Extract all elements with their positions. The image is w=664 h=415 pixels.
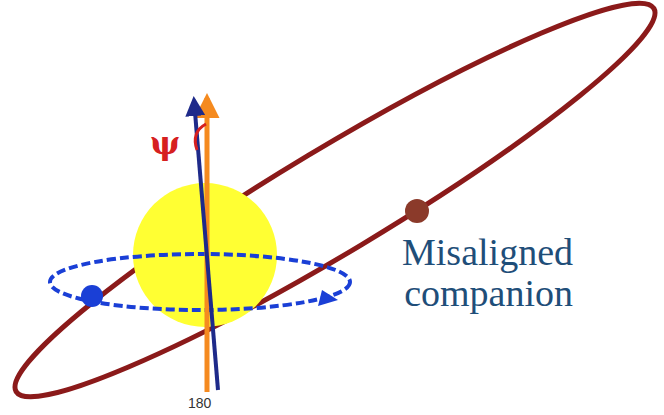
page-number: 180 xyxy=(188,396,211,411)
orbit-direction-arrow xyxy=(318,290,338,306)
angle-label: ψ xyxy=(150,126,180,161)
planet-orbit xyxy=(50,254,350,310)
companion-label: Misaligned companion xyxy=(368,232,573,314)
orbital-axis xyxy=(194,100,218,390)
angle-arc xyxy=(195,124,206,150)
companion-dot xyxy=(405,199,429,223)
planet-dot xyxy=(81,285,103,307)
